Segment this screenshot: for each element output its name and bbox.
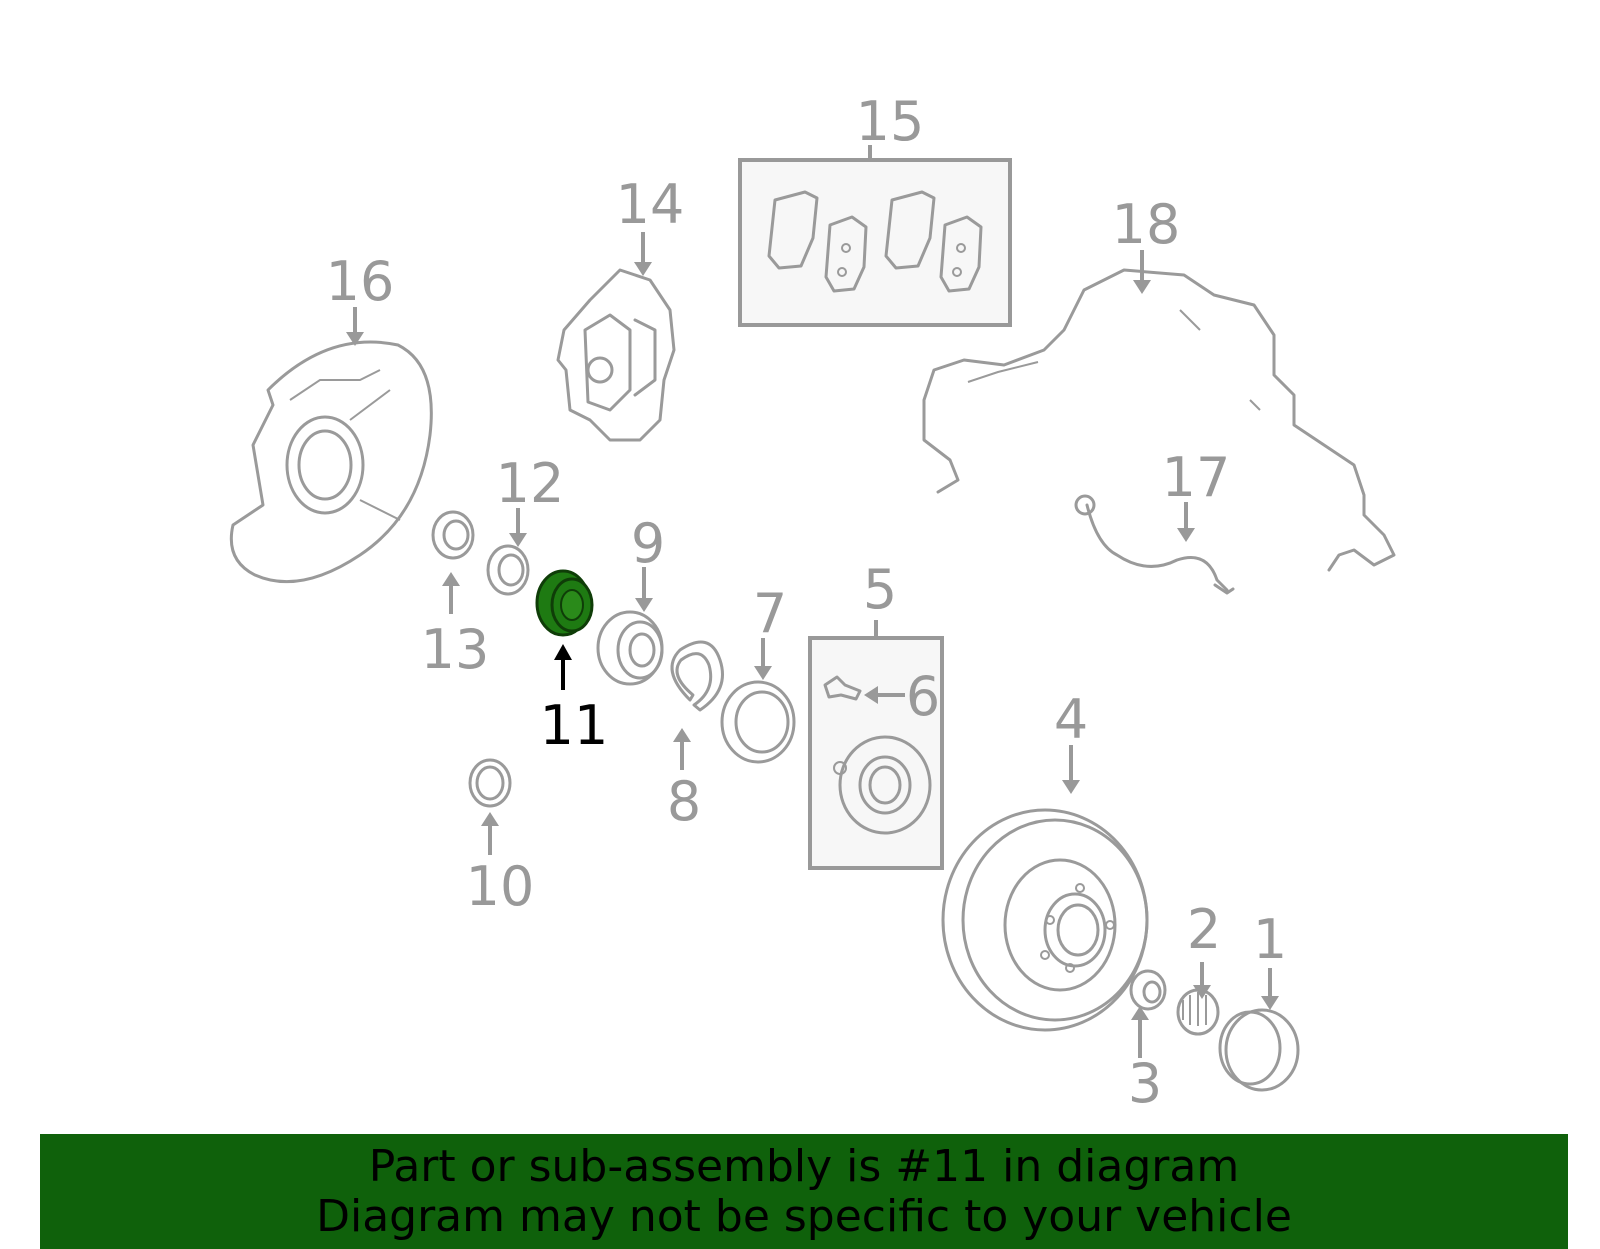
banner-line-1: Part or sub-assembly is #11 in diagram <box>368 1140 1240 1192</box>
label-5[interactable]: 5 <box>863 558 897 621</box>
part-4-rotor[interactable] <box>941 808 1149 1032</box>
part-14-caliper[interactable] <box>556 268 676 442</box>
label-2[interactable]: 2 <box>1187 898 1221 961</box>
part-7-seal[interactable] <box>720 680 796 764</box>
part-1-cap[interactable] <box>1218 1008 1300 1092</box>
label-9[interactable]: 9 <box>631 512 665 575</box>
part-8-snap-ring[interactable] <box>670 640 724 712</box>
part-11-bearing-highlighted[interactable] <box>535 569 594 637</box>
label-14[interactable]: 14 <box>616 173 685 236</box>
label-1[interactable]: 1 <box>1253 908 1287 971</box>
part-16-dust-shield[interactable] <box>229 340 433 584</box>
label-13[interactable]: 13 <box>421 618 490 681</box>
label-10[interactable]: 10 <box>466 855 535 918</box>
label-16[interactable]: 16 <box>326 250 395 313</box>
label-12[interactable]: 12 <box>496 452 565 515</box>
label-7[interactable]: 7 <box>753 582 787 645</box>
part-10-o-ring[interactable] <box>468 758 512 808</box>
part-17-brake-hose[interactable] <box>1074 494 1235 595</box>
label-6[interactable]: 6 <box>906 665 940 728</box>
group-box-15 <box>738 158 1012 327</box>
label-8[interactable]: 8 <box>667 770 701 833</box>
label-17[interactable]: 17 <box>1162 446 1231 509</box>
part-15-brake-pads[interactable] <box>738 145 1012 327</box>
label-18[interactable]: 18 <box>1112 193 1181 256</box>
label-11[interactable]: 11 <box>540 694 609 757</box>
arrows <box>346 232 1279 1058</box>
callout-labels: 15 14 16 18 17 12 13 11 9 7 8 5 6 10 4 2… <box>326 90 1288 1115</box>
part-9-bearing[interactable] <box>596 610 664 686</box>
info-banner: Part or sub-assembly is #11 in diagram D… <box>40 1134 1568 1249</box>
part-12-race[interactable] <box>486 544 530 596</box>
label-4[interactable]: 4 <box>1054 688 1088 751</box>
part-18-abs-wire[interactable] <box>922 268 1396 572</box>
part-2-nut[interactable] <box>1176 988 1220 1036</box>
part-13-seal[interactable] <box>431 510 475 560</box>
part-5-hub[interactable] <box>808 620 944 870</box>
label-3[interactable]: 3 <box>1128 1052 1162 1115</box>
part-6-stud[interactable] <box>823 675 862 701</box>
label-15[interactable]: 15 <box>856 90 925 153</box>
banner-line-2: Diagram may not be specific to your vehi… <box>316 1190 1292 1242</box>
part-3-washer[interactable] <box>1129 969 1167 1011</box>
